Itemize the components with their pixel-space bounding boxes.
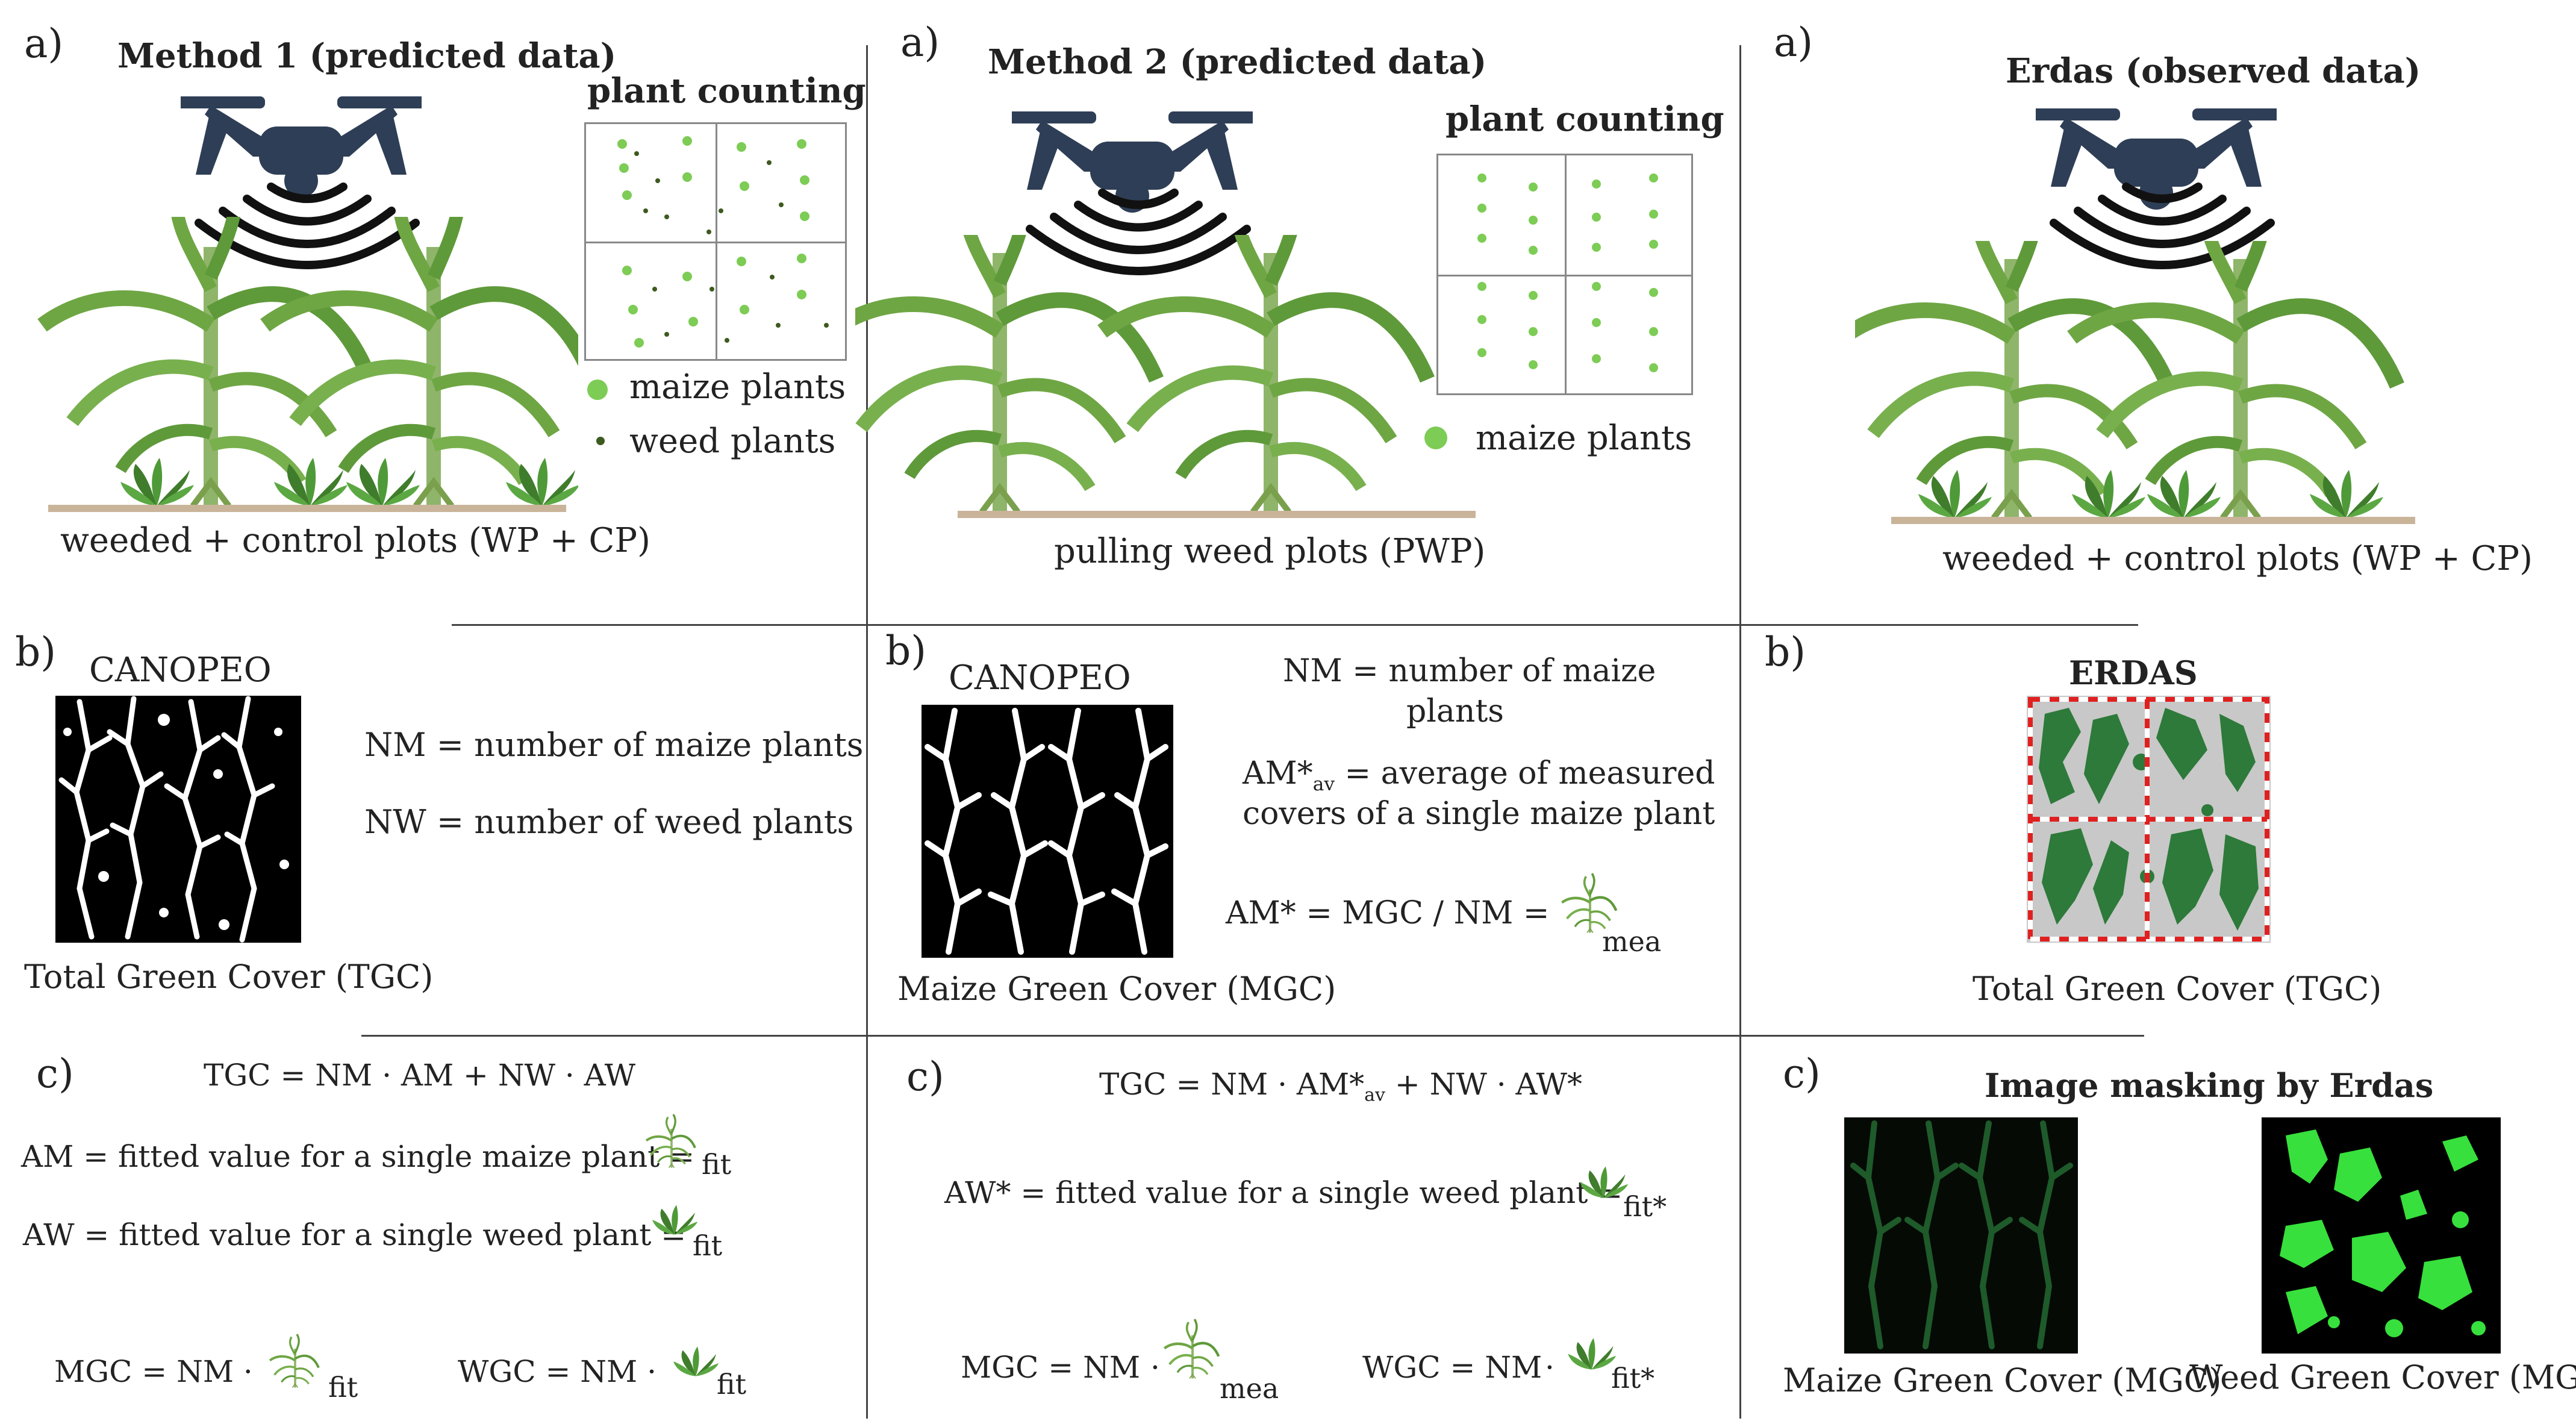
panel1-legend-maize: maize plants — [629, 367, 846, 407]
panel1-counting-grid — [584, 122, 847, 361]
panel1-a-label: a) — [24, 20, 64, 67]
panel2-counting-title: plant counting — [1445, 99, 1724, 139]
panel2-a-title: Method 2 (predicted data) — [988, 42, 1487, 82]
panel2-def1b: plants — [1406, 693, 1504, 729]
panel3-b-caption: Total Green Cover (TGC) — [1973, 970, 2382, 1008]
panel1-eq2: AM = fitted value for a single maize pla… — [21, 1139, 695, 1174]
divider-vertical-1 — [866, 45, 868, 1419]
panel1-b-label: b) — [15, 629, 56, 675]
dot-operator: · — [1545, 1350, 1555, 1385]
panel3-c-caption-right: Weed Green Cover (MGC) — [2189, 1358, 2576, 1396]
panel3-plot-label: weeded + control plots (WP + CP) — [1942, 539, 2533, 578]
panel2-wgc: WGC = NM — [1362, 1350, 1542, 1385]
panel1-eq3: AW = fitted value for a single weed plan… — [23, 1217, 687, 1252]
panel2-eq2-sub: fit* — [1623, 1190, 1667, 1223]
weed-plant-icon — [1580, 1166, 1629, 1198]
panel2-b-title: CANOPEO — [949, 658, 1131, 698]
panel2-eq2: AW* = fitted value for a single weed pla… — [944, 1175, 1623, 1210]
panel2-b-caption: Maize Green Cover (MGC) — [897, 970, 1336, 1008]
panel2-wgc-sub: fit* — [1611, 1362, 1655, 1394]
weed-legend-dot — [596, 437, 605, 445]
erdas-classified-image — [2027, 696, 2271, 943]
panel3-c-label: c) — [1783, 1051, 1821, 1097]
panel2-c-label: c) — [906, 1054, 944, 1100]
panel2-def2: AM*av = average of measured — [1243, 755, 1715, 795]
panel2-def3: AM* = MGC / NM = — [1226, 895, 1550, 931]
weed-plant-icon — [346, 458, 420, 506]
maize-legend-dot — [1424, 426, 1447, 449]
panel2-eq1: TGC = NM · AM*av + NW · AW* — [1099, 1067, 1582, 1106]
plant-scene — [36, 217, 578, 518]
panel1-eq1: TGC = NM · AM + NW · AW — [204, 1058, 636, 1093]
panel2-mgc: MGC = NM — [961, 1350, 1141, 1385]
maize-plant-icon — [42, 217, 367, 506]
panel2-plot-label: pulling weed plots (PWP) — [1054, 532, 1486, 571]
maize-plant-icon — [1162, 1313, 1223, 1385]
panel3-c-title: Image masking by Erdas — [1985, 1066, 2434, 1105]
panel3-b-title: ERDAS — [2069, 654, 2198, 692]
panel1-eq3-sub: fit — [693, 1229, 723, 1262]
plant-scene — [855, 235, 1476, 524]
panel2-def2c: covers of a single maize plant — [1243, 796, 1715, 832]
panel2-mgc-sub: mea — [1220, 1372, 1279, 1405]
canopeo-image — [55, 696, 301, 943]
panel3-a-title: Erdas (observed data) — [2006, 51, 2421, 91]
panel2-counting-grid — [1436, 154, 1693, 395]
panel1-def-nm: NM = number of maize plants — [364, 726, 864, 764]
panel1-counting-title: plant counting — [587, 71, 866, 111]
panel1-c-label: c) — [36, 1051, 74, 1097]
maize-mask-image — [1844, 1117, 2078, 1354]
weed-plant-icon — [652, 1205, 698, 1235]
divider-vertical-2 — [1739, 45, 1741, 1419]
weed-mask-image — [2262, 1117, 2501, 1354]
panel3-b-label: b) — [1765, 629, 1806, 675]
panel2-def3-sub: mea — [1602, 925, 1662, 958]
panel1-mgc: MGC = NM · — [54, 1354, 253, 1389]
maize-legend-dot — [587, 379, 608, 400]
panel1-wgc-sub: fit — [717, 1368, 747, 1401]
panel2-b-label: b) — [885, 628, 926, 674]
panel3-a-label: a) — [1774, 19, 1813, 66]
panel1-plot-label: weeded + control plots (WP + CP) — [60, 521, 650, 560]
panel2-a-label: a) — [900, 19, 940, 66]
plant-scene — [1855, 241, 2415, 530]
panel2-legend-maize: maize plants — [1476, 419, 1692, 458]
weed-plant-icon — [1568, 1338, 1617, 1370]
panel1-b-caption: Total Green Cover (TGC) — [24, 958, 434, 996]
panel1-legend-weed: weed plants — [629, 422, 836, 461]
panel1-def-nw: NW = number of weed plants — [364, 803, 854, 841]
panel1-eq2-sub: fit — [702, 1148, 732, 1181]
divider-horizontal-1 — [452, 624, 2138, 626]
canopeo-maize-image — [922, 705, 1173, 958]
divider-horizontal-2 — [361, 1035, 2144, 1037]
panel1-mgc-sub: fit — [328, 1371, 358, 1404]
dot-operator: · — [1150, 1350, 1160, 1385]
weed-plant-icon — [673, 1346, 719, 1376]
panel1-a-title: Method 1 (predicted data) — [117, 36, 617, 76]
panel3-c-caption-left: Maize Green Cover (MGC) — [1783, 1361, 2222, 1399]
maize-plant-icon — [269, 1333, 320, 1389]
panel1-b-title: CANOPEO — [89, 651, 272, 690]
maize-plant-icon — [645, 1113, 696, 1169]
panel2-def1a: NM = number of maize — [1283, 653, 1656, 689]
panel1-wgc: WGC = NM · — [458, 1354, 657, 1389]
weed-plant-icon — [120, 458, 194, 506]
